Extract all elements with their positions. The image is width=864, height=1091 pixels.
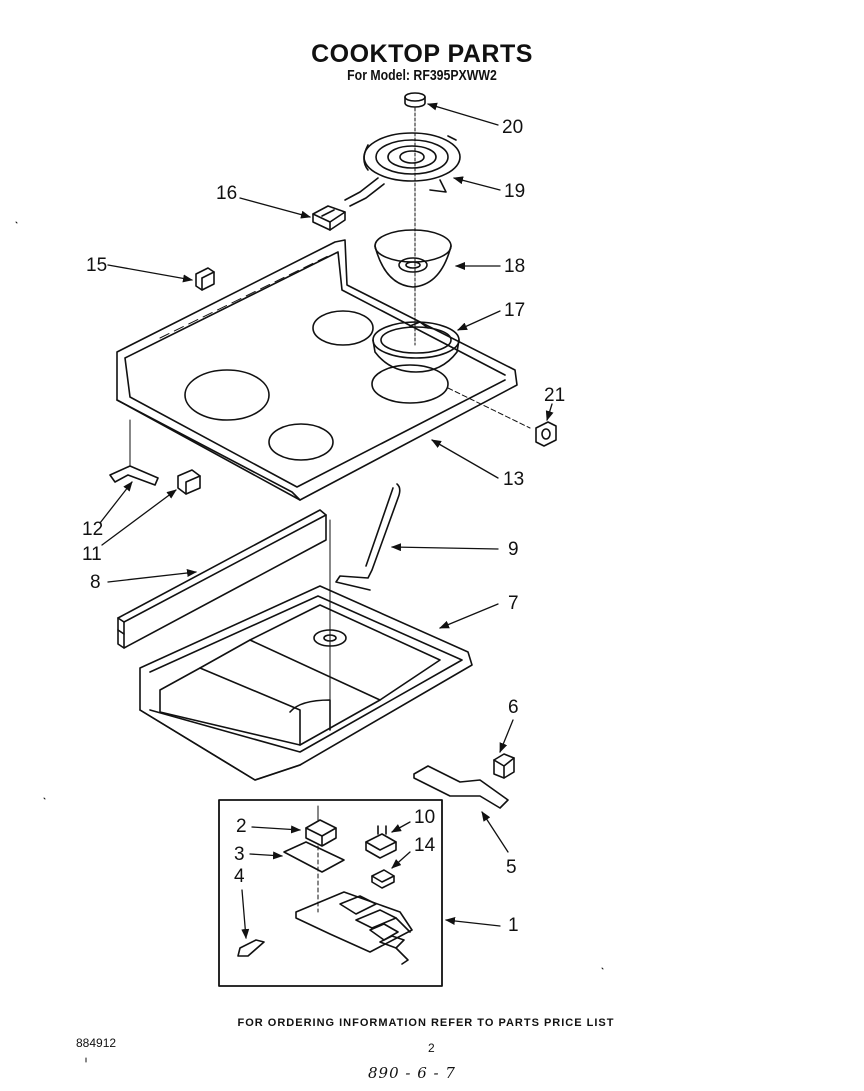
callout-20: 20 [502,117,524,138]
callout-4: 4 [234,866,245,887]
part-13-cooktop-panel [116,239,518,501]
callout-11: 11 [82,544,102,565]
part-4-label [237,939,265,957]
leader-2 [251,825,301,834]
callout-12: 12 [82,519,104,540]
callout-2: 2 [236,816,247,837]
callout-15: 15 [86,255,108,276]
part-10-switch [365,825,397,859]
leader-8 [107,569,197,583]
callout-21: 21 [544,385,566,406]
callout-19: 19 [504,181,526,202]
callout-9: 9 [508,539,519,560]
callout-3: 3 [234,844,245,865]
part-11-spacer [177,469,201,495]
leader-9 [391,543,499,552]
control-bracket [295,891,413,965]
leader-17 [457,310,501,331]
page-title: COOKTOP PARTS [311,40,533,68]
callout-18: 18 [504,256,526,277]
part-14-clip [371,869,395,889]
part-17-trim-ring [372,321,460,373]
page-number: 2 [428,1041,435,1055]
part-3-insulator [283,841,345,873]
model-subtitle: For Model: RF395PXWW2 [347,67,497,84]
leader-11 [101,489,177,546]
callout-17: 17 [504,300,526,321]
part-9-support-rod [335,483,401,591]
part-16-terminal-block [312,205,346,231]
handwritten-note: 890 - 6 - 7 [368,1064,456,1082]
leader-7 [439,603,499,629]
part-19-surface-element [344,132,461,207]
callout-1: 1 [508,915,519,936]
part-6-clip [493,753,515,779]
leader-14 [391,851,411,869]
callout-13: 13 [503,469,525,490]
part-1-assembly-box [218,799,443,987]
leader-13 [431,439,499,479]
part-2-switch [305,805,337,913]
leader-1 [445,917,501,927]
leader-3 [249,851,283,860]
part-12-bracket [109,419,159,486]
leader-5 [481,811,509,853]
part-21-clip [535,421,557,447]
callout-8: 8 [90,572,101,593]
leader-19 [453,176,501,191]
part-15-clip [195,267,215,291]
callout-16: 16 [216,183,238,204]
leader-12 [99,481,133,524]
callout-14: 14 [414,835,436,856]
leader-6 [499,719,514,753]
leader-10 [391,821,411,833]
document-number: 884912 [76,1036,117,1050]
part-7-burner-box [139,585,473,781]
part-8-rear-panel [117,509,327,649]
leader-20 [427,102,499,126]
leader-4 [241,889,250,939]
leader-16 [239,197,311,219]
part-18-drip-bowl [374,229,452,288]
part-20-cap [404,92,426,108]
part-5-bracket [413,765,509,809]
leader-21 [545,403,554,421]
callout-5: 5 [506,857,517,878]
callout-6: 6 [508,697,519,718]
leader-15 [107,264,193,283]
ordering-info-note: FOR ORDERING INFORMATION REFER TO PARTS … [237,1017,615,1029]
callout-7: 7 [508,593,519,614]
callout-10: 10 [414,807,436,828]
